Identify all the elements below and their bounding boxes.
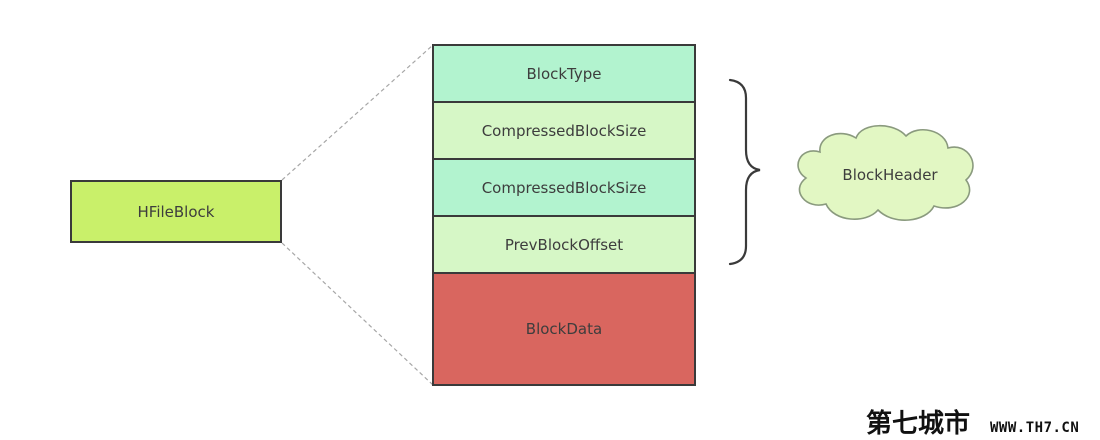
hfileblock-label: HFileBlock bbox=[137, 202, 215, 221]
watermark-logo: 第七城市 WWW.TH7.CN bbox=[866, 408, 1079, 439]
stack-row-prev-block-offset: PrevBlockOffset bbox=[432, 215, 696, 274]
stack-row-label: CompressedBlockSize bbox=[481, 178, 647, 197]
stack-row-label: BlockData bbox=[525, 320, 603, 338]
hfileblock-box: HFileBlock bbox=[70, 180, 282, 243]
stack-row-block-data: BlockData bbox=[432, 272, 696, 386]
block-header-label: BlockHeader bbox=[800, 160, 980, 190]
stack-row-label: PrevBlockOffset bbox=[504, 235, 624, 254]
stack-row-compressed-size-2: CompressedBlockSize bbox=[432, 158, 696, 217]
stack-row-compressed-size-1: CompressedBlockSize bbox=[432, 101, 696, 160]
watermark-latin-text: WWW.TH7.CN bbox=[990, 420, 1079, 436]
watermark-chinese-text: 第七城市 bbox=[866, 408, 970, 439]
header-brace bbox=[728, 78, 761, 266]
zoom-line-bottom bbox=[281, 242, 434, 386]
block-header-cloud bbox=[797, 125, 974, 221]
zoom-line-top bbox=[281, 44, 434, 181]
block-layout-stack: BlockType CompressedBlockSize Compressed… bbox=[432, 44, 696, 386]
stack-row-block-type: BlockType bbox=[432, 44, 696, 103]
stack-row-label: BlockType bbox=[526, 64, 602, 83]
stack-row-label: CompressedBlockSize bbox=[481, 121, 647, 140]
cloud-text: BlockHeader bbox=[842, 166, 938, 184]
